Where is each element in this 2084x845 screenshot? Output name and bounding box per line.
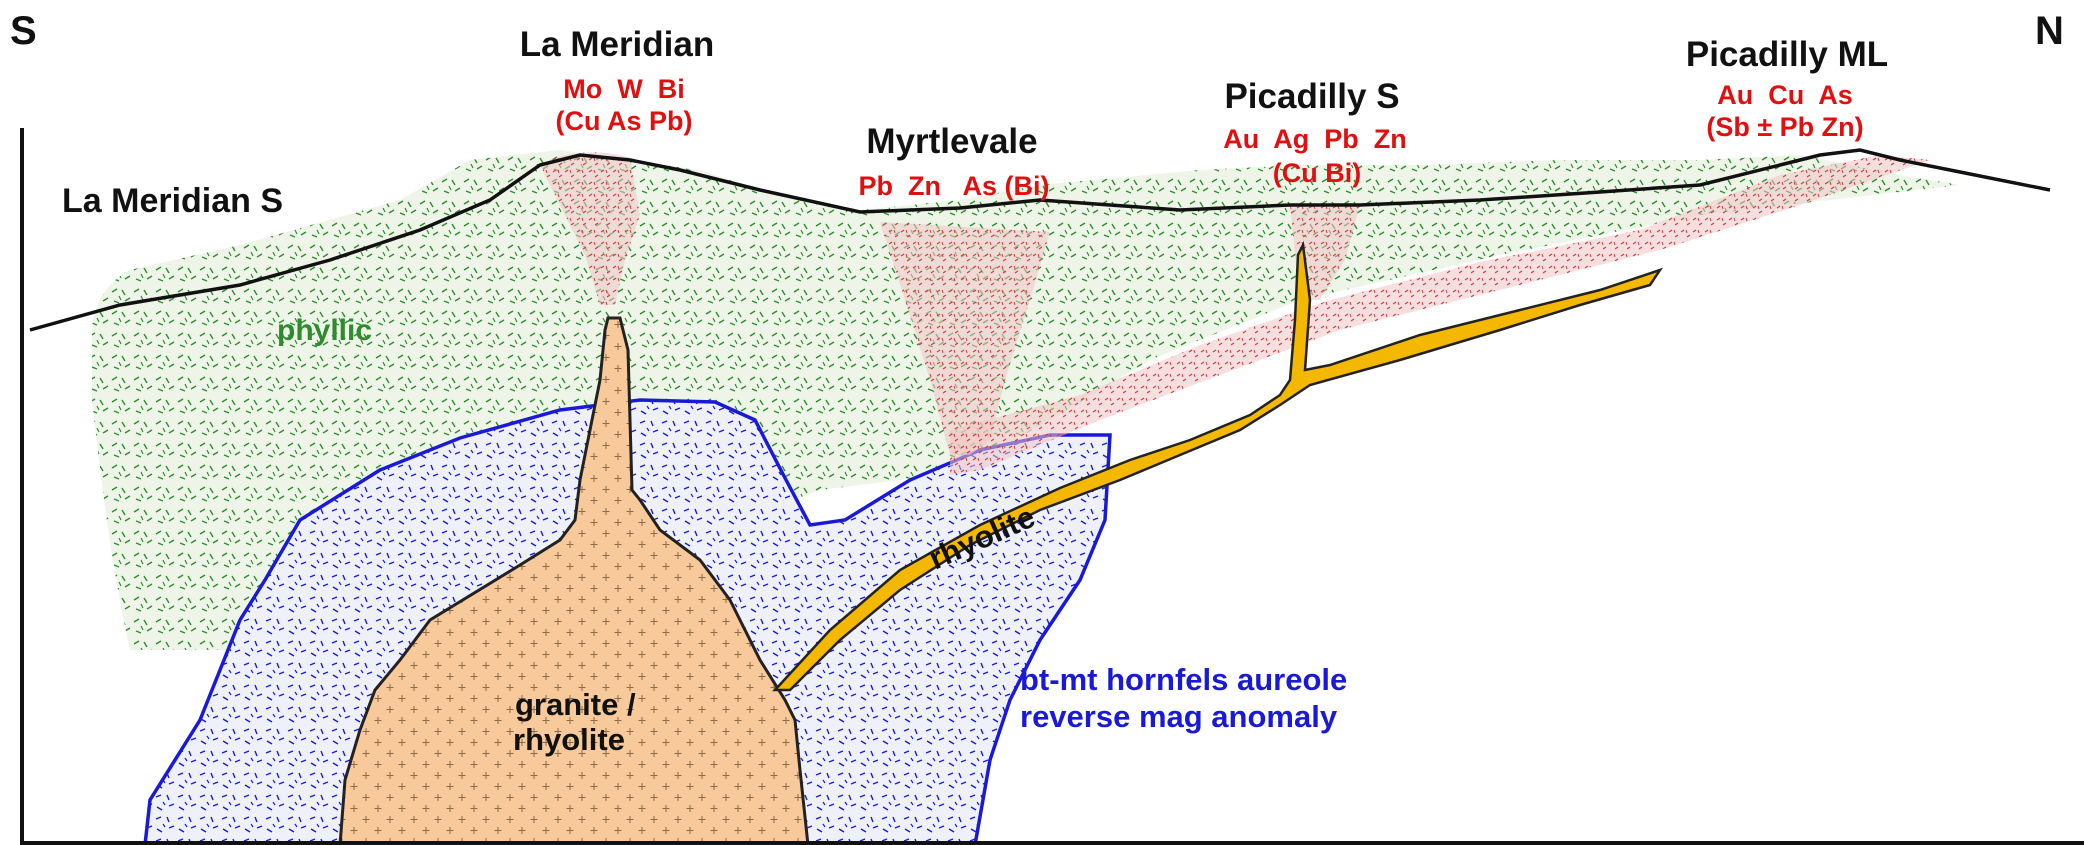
locality-picadilly-s: Picadilly S xyxy=(1224,77,1399,116)
elements-la-meridian-secondary: (Cu As Pb) xyxy=(556,106,693,136)
locality-picadilly-ml: Picadilly ML xyxy=(1686,35,1888,74)
granite-label-line1: granite / xyxy=(515,687,636,722)
locality-la-meridian-s: La Meridian S xyxy=(62,182,283,220)
locality-la-meridian: La Meridian xyxy=(520,25,714,64)
elements-la-meridian-primary: Mo W Bi xyxy=(563,74,684,104)
elements-picadilly-ml-primary: Au Cu As xyxy=(1717,80,1853,110)
elements-picadilly-s-primary: Au Ag Pb Zn xyxy=(1223,124,1406,154)
hornfels-label-line2: reverse mag anomaly xyxy=(1020,699,1338,734)
south-label: S xyxy=(10,9,37,53)
phyllic-label: phyllic xyxy=(277,314,372,347)
north-label: N xyxy=(2035,9,2064,53)
locality-myrtlevale: Myrtlevale xyxy=(866,122,1037,161)
elements-picadilly-s-secondary: (Cu Bi) xyxy=(1273,158,1361,188)
hornfels-label-line1: bt-mt hornfels aureole xyxy=(1020,662,1347,697)
elements-myrtlevale: Pb Zn As (Bi) xyxy=(859,171,1050,201)
elements-picadilly-ml-secondary: (Sb ± Pb Zn) xyxy=(1706,112,1863,142)
granite-label-line2: rhyolite xyxy=(513,722,625,757)
